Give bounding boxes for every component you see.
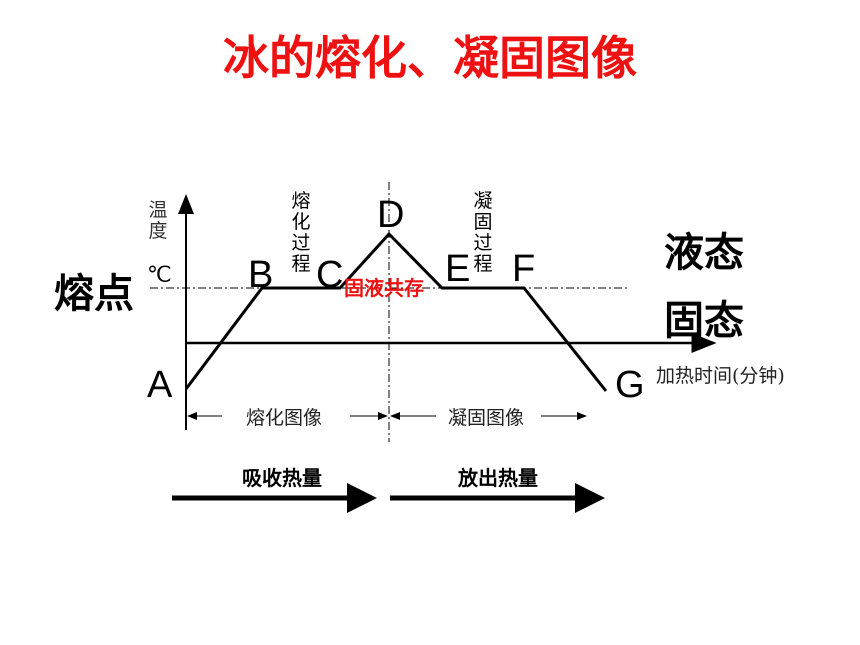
point-g-label: G [615, 364, 645, 406]
release-heat-label: 放出热量 [458, 466, 538, 490]
point-f-label: F [512, 248, 536, 290]
x-axis-label: 加热时间(分钟) [656, 365, 785, 387]
temperature-curve [184, 231, 608, 392]
melting-graph-label: 熔化图像 [246, 407, 323, 429]
solid-state-label: 固态 [664, 297, 744, 344]
point-b-label: B [248, 254, 274, 296]
page-title: 冰的熔化、凝固图像 [223, 31, 637, 85]
melting-process-label: 熔化过程 [291, 190, 311, 275]
coexist-label: 固液共存 [344, 276, 424, 300]
unit-label: ℃ [147, 262, 172, 287]
melting-point-label: 熔点 [54, 270, 134, 317]
solidifying-process-label: 凝固过程 [473, 190, 493, 275]
point-a-label: A [147, 364, 173, 406]
solidifying-graph-label: 凝固图像 [448, 407, 525, 429]
point-d-label: D [377, 194, 405, 236]
absorb-heat-label: 吸收热量 [242, 466, 322, 490]
liquid-state-label: 液态 [664, 229, 744, 276]
point-e-label: E [445, 248, 471, 290]
y-axis-label: 温度 [148, 199, 168, 242]
point-c-label: C [316, 254, 344, 296]
